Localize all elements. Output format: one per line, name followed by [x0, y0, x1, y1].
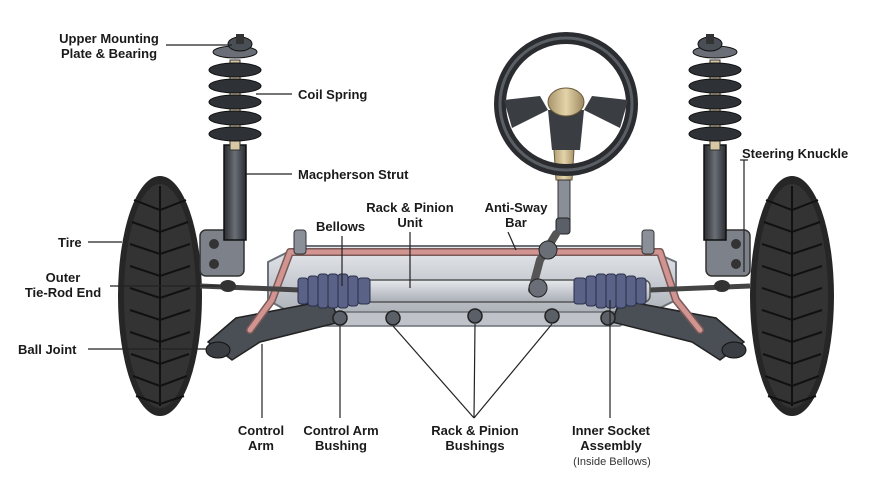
label-ball-joint: Ball Joint — [18, 342, 77, 357]
label-inner-socket-note: (Inside Bellows) — [573, 456, 651, 468]
right-bellows — [573, 273, 647, 309]
label-steering-knuckle: Steering Knuckle — [742, 146, 849, 161]
label-anti-sway-bar: Anti-Sway Bar — [484, 200, 548, 230]
right-tire — [750, 176, 834, 416]
label-bellows: Bellows — [316, 219, 366, 234]
label-coil-spring: Coil Spring — [298, 87, 368, 102]
right-knuckle — [705, 229, 751, 277]
label-inner-socket: Inner Socket Assembly — [571, 423, 651, 453]
label-rack-pinion-unit: Rack & Pinion Unit — [366, 200, 454, 230]
steering-wheel — [494, 32, 638, 176]
left-strut — [208, 34, 262, 241]
bushings — [332, 308, 616, 326]
label-control-arm-bushing: Control Arm Bushing — [303, 423, 379, 453]
leader-lines — [88, 44, 748, 419]
left-tire — [118, 176, 202, 416]
left-bellows — [297, 273, 371, 309]
tie-rods — [199, 280, 751, 293]
label-control-arm: Control Arm — [237, 423, 285, 453]
left-control-arm — [205, 299, 342, 361]
label-macpherson-strut: Macpherson Strut — [298, 167, 409, 182]
label-upper-mounting: Upper Mounting Plate & Bearing — [59, 31, 159, 61]
right-strut — [688, 34, 742, 241]
label-outer-tie-rod: Outer Tie-Rod End — [24, 270, 102, 300]
label-tire: Tire — [58, 235, 82, 250]
left-knuckle — [199, 229, 245, 277]
anti-sway-bar — [246, 229, 704, 334]
label-rack-pinion-bushings: Rack & Pinion Bushings — [431, 423, 519, 453]
